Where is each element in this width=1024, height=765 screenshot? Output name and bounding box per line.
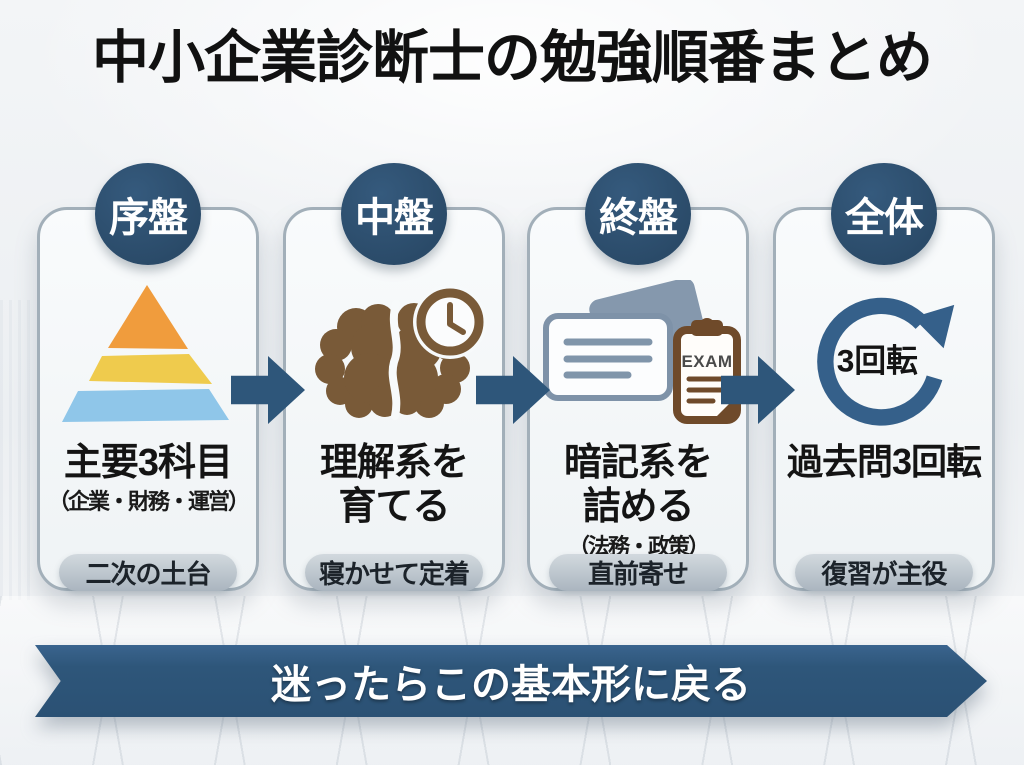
stage-badge: 全体 xyxy=(831,163,937,265)
stage-badge-label: 全体 xyxy=(845,196,924,240)
clock-shape xyxy=(413,284,487,359)
stage-tag-pill: 直前寄せ xyxy=(549,554,727,591)
stage-main-line: 育てる xyxy=(338,486,450,529)
brain-clock-icon xyxy=(315,284,487,420)
stage-badge-label: 序盤 xyxy=(109,196,188,240)
stage-main-line: 過去問3回転 xyxy=(786,441,982,482)
stage-icon-zone: EXAM xyxy=(530,280,746,425)
stage-icon-zone xyxy=(286,280,502,425)
pyramid-bottom-layer xyxy=(62,388,229,422)
exam-label: EXAM xyxy=(681,352,732,371)
cycle-arrowhead xyxy=(912,304,954,348)
bottom-banner: 迷ったらこの基本形に戻る xyxy=(35,645,987,717)
stage-main-text: 暗記系を 詰める （法務・政策） xyxy=(530,441,746,560)
stage-badge: 終盤 xyxy=(585,163,691,265)
stage-main-line: 主要3科目 xyxy=(63,442,233,484)
stage-sub-text: （企業・財務・運営） xyxy=(47,489,250,515)
stage-card-overall: 全体 3回転 過去問3回転 復習が主役 xyxy=(773,163,995,591)
stage-tag-label: 直前寄せ xyxy=(587,559,689,589)
stage-tag-label: 復習が主役 xyxy=(821,559,947,589)
stage-tag-pill: 復習が主役 xyxy=(795,554,973,591)
stage-card-early: 序盤 主要3科目 （企業・財務・運営） 二次の土台 xyxy=(37,163,259,591)
stage-icon-zone: 3回転 xyxy=(776,280,992,426)
stage-badge-label: 終盤 xyxy=(599,196,678,240)
stage-badge-label: 中盤 xyxy=(355,196,434,240)
stage-tag-pill: 二次の土台 xyxy=(59,554,237,591)
stage-card-middle: 中盤 理解系を xyxy=(283,163,505,591)
stage-tag-pill: 寝かせて定着 xyxy=(305,554,483,591)
stage-main-text: 主要3科目 （企業・財務・運営） xyxy=(40,441,256,515)
stage-main-line: 詰める xyxy=(582,486,694,529)
exam-clipboard-shape: EXAM xyxy=(672,318,741,424)
stage-main-text: 理解系を 育てる xyxy=(286,441,502,530)
bottom-banner-label: 迷ったらこの基本形に戻る xyxy=(271,663,751,707)
stage-badge: 序盤 xyxy=(95,163,201,265)
pyramid-middle-layer xyxy=(89,353,212,384)
stage-icon-zone xyxy=(40,280,256,425)
rotation-count-label: 3回転 xyxy=(836,342,917,378)
page-title: 中小企業診断士の勉強順番まとめ xyxy=(92,26,933,90)
stage-tag-label: 二次の土台 xyxy=(85,559,211,589)
brain-center-gap xyxy=(388,299,401,420)
cycle-arc xyxy=(816,297,942,426)
bottom-banner-wrap: 迷ったらこの基本形に戻る xyxy=(35,645,987,717)
flashcards-exam-icon: EXAM xyxy=(542,280,741,424)
stage-main-text: 過去問3回転 xyxy=(776,441,992,483)
background-streaks xyxy=(0,300,34,600)
pyramid-icon xyxy=(62,284,229,422)
stage-main-line: 理解系を xyxy=(319,442,469,484)
stage-card-late: 終盤 EXAM 暗記系を xyxy=(527,163,749,591)
stage-tag-label: 寝かせて定着 xyxy=(318,559,470,589)
rotation-cycle-icon: 3回転 xyxy=(816,297,954,426)
stage-main-line: 暗記系を xyxy=(563,442,713,484)
pyramid-top-layer xyxy=(108,284,188,349)
stage-badge: 中盤 xyxy=(341,163,447,265)
